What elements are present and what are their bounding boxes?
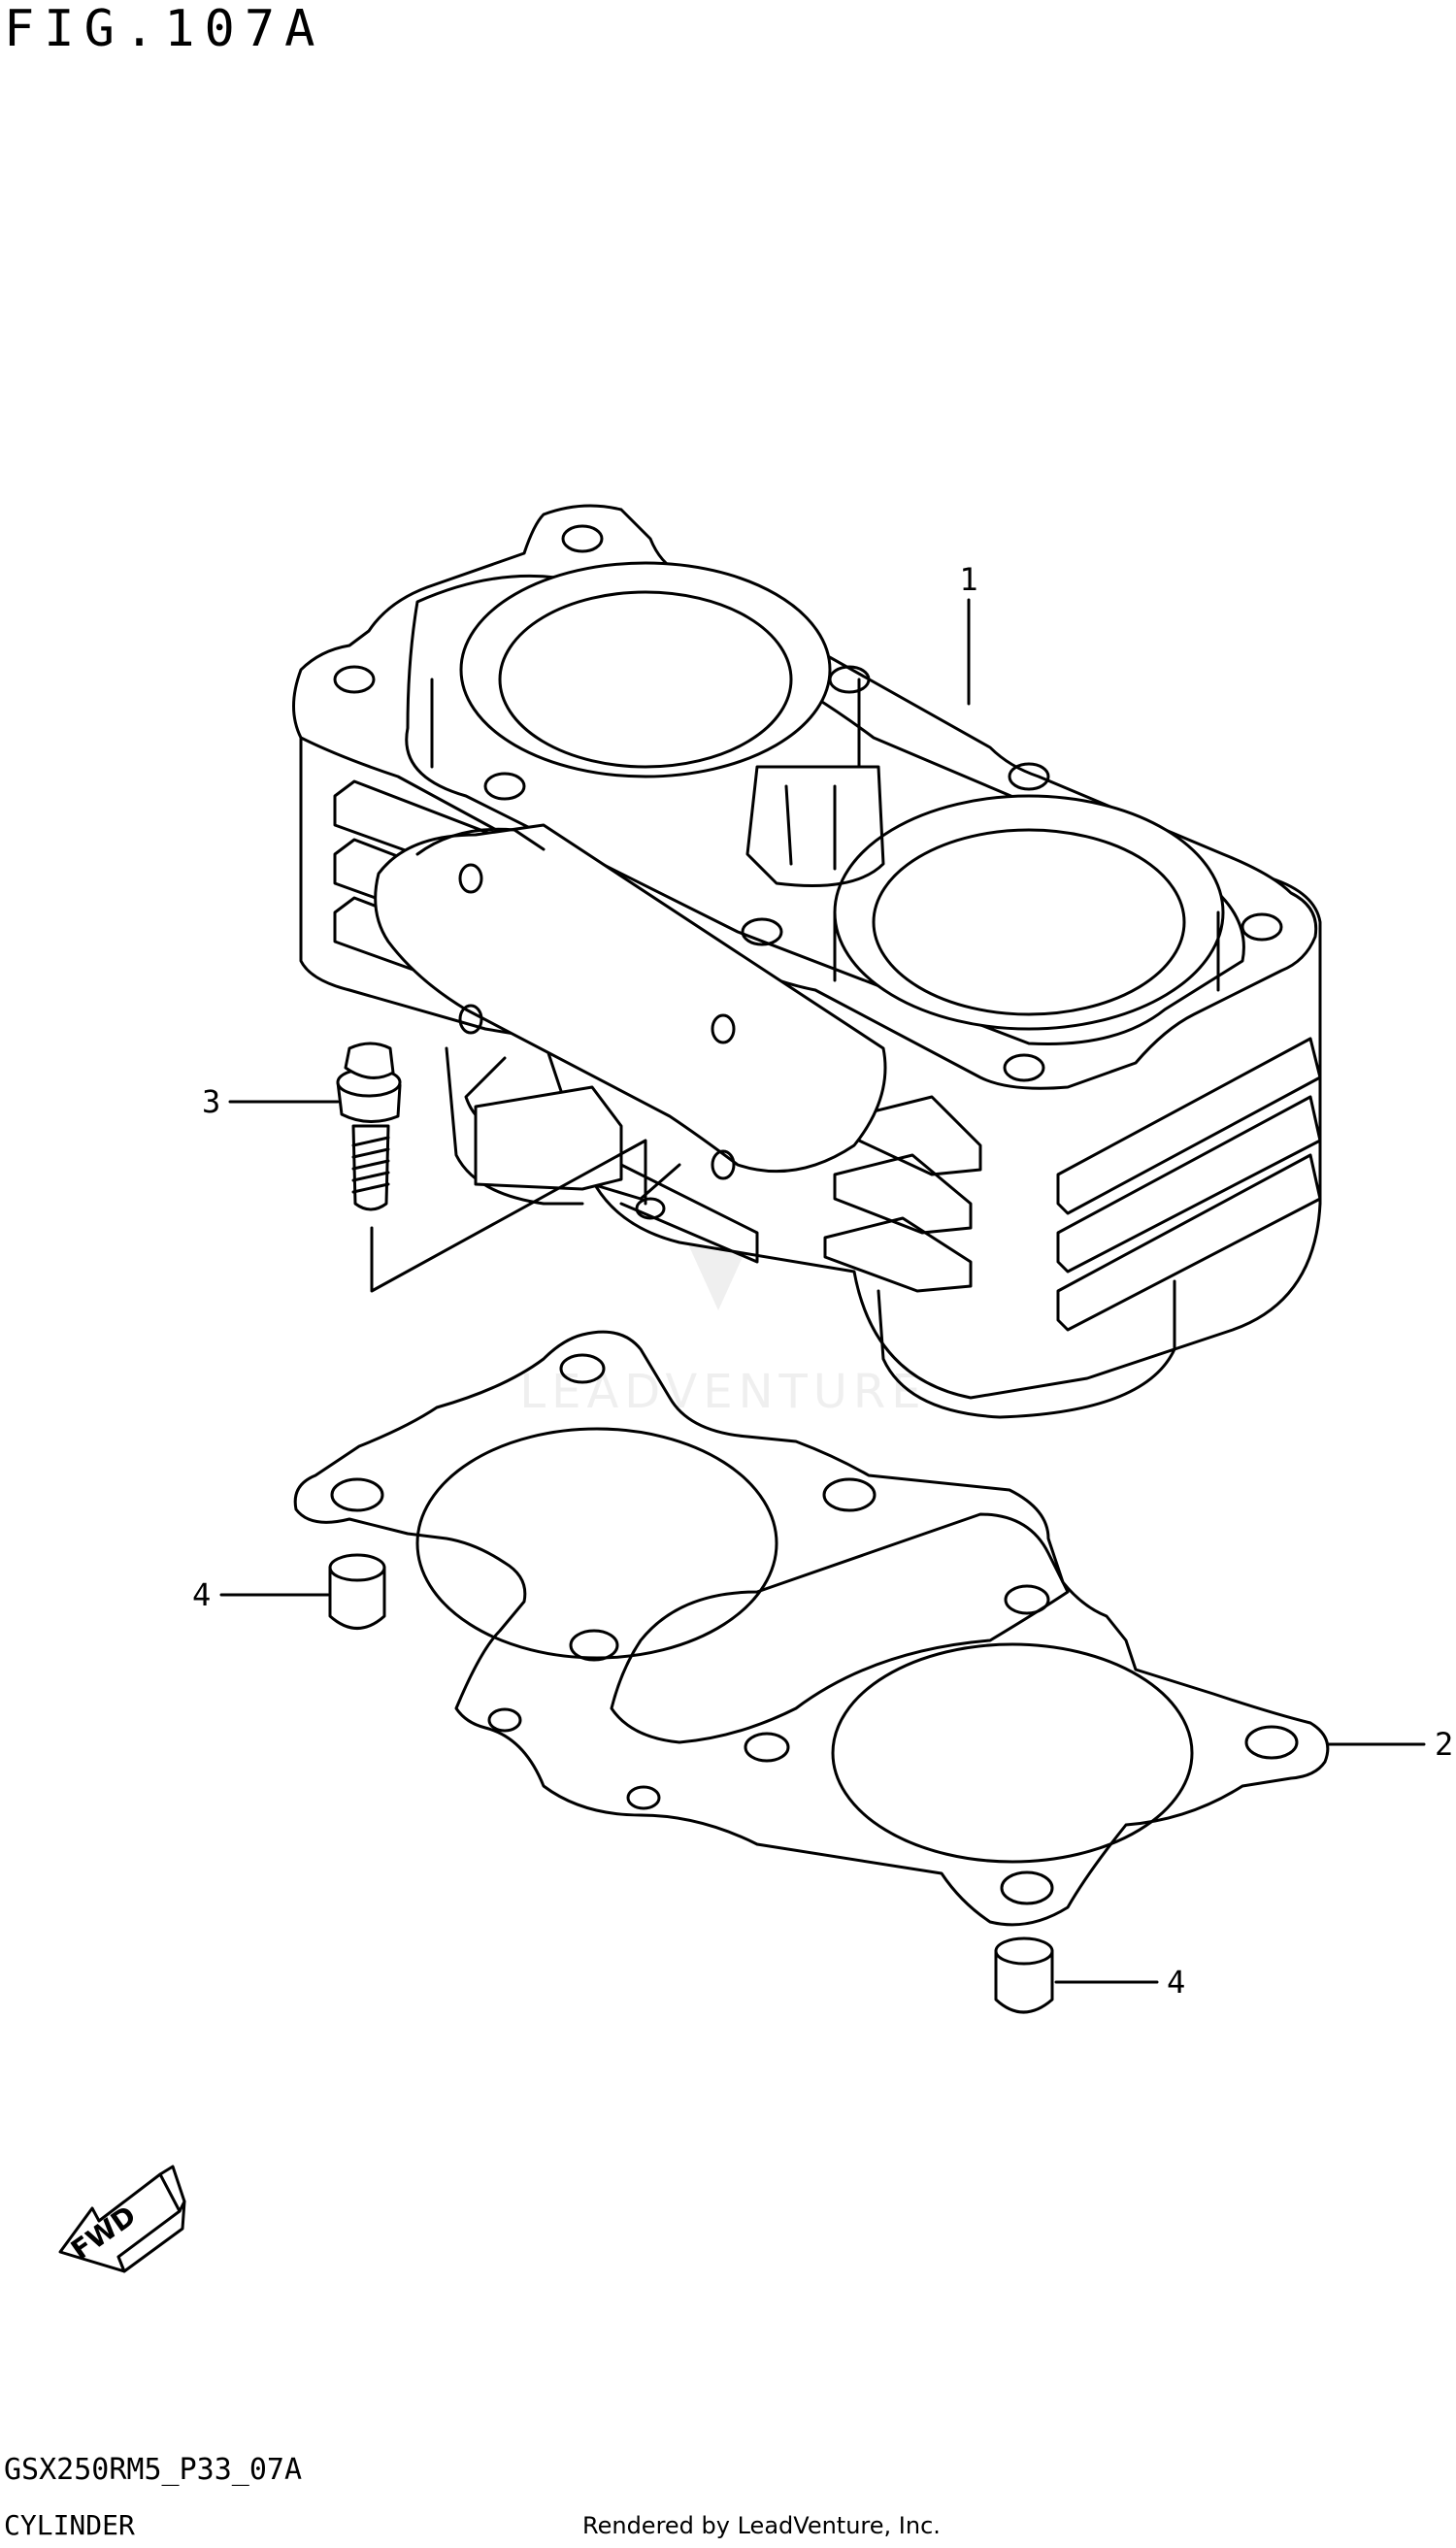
section-name: CYLINDER xyxy=(4,2509,135,2541)
callout-4a: 4 xyxy=(192,1576,330,1613)
cylinder-block[interactable] xyxy=(292,504,1322,1419)
cylinder-base-gasket[interactable] xyxy=(293,1330,1330,1927)
fwd-arrow-icon: FWD xyxy=(58,2165,186,2273)
dowel-pin-upper[interactable] xyxy=(328,1553,386,1630)
callout-1: 1 xyxy=(959,561,978,706)
watermark-text: LEADVENTURE xyxy=(519,1365,926,1419)
dowel-pin-lower[interactable] xyxy=(994,1936,1054,2014)
callout-number: 3 xyxy=(202,1083,220,1120)
bolt[interactable] xyxy=(336,1042,647,1293)
callout-number: 1 xyxy=(959,561,977,598)
callout-number: 4 xyxy=(1167,1964,1185,2001)
figure-title: FIG.107A xyxy=(4,0,325,58)
render-credit: Rendered by LeadVenture, Inc. xyxy=(582,2512,941,2539)
callout-2: 2 xyxy=(1326,1726,1453,1763)
callout-3: 3 xyxy=(202,1083,340,1120)
callout-4b: 4 xyxy=(1054,1964,1185,2001)
callout-number: 4 xyxy=(192,1576,211,1613)
diagram-code: GSX250RM5_P33_07A xyxy=(4,2453,303,2487)
callout-number: 2 xyxy=(1435,1726,1453,1763)
